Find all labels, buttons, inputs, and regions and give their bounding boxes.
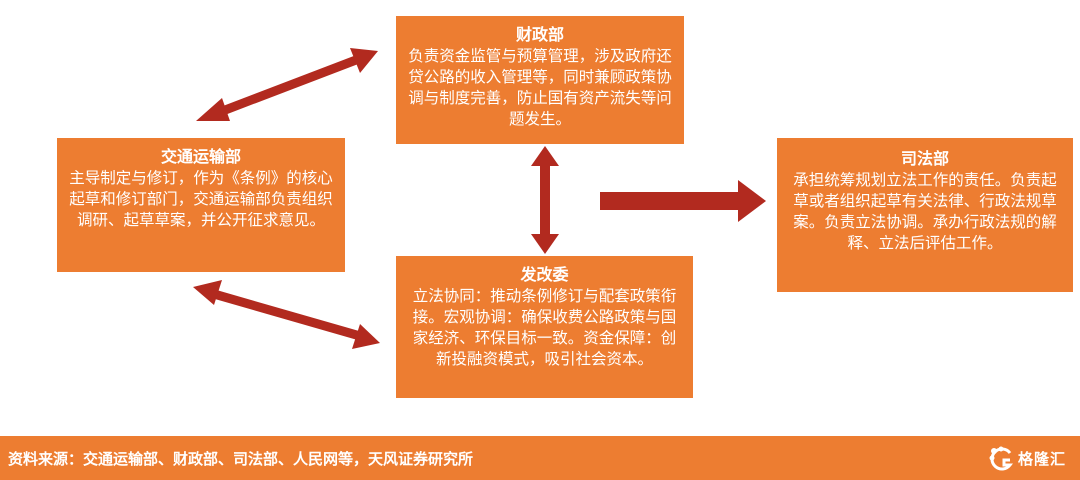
- arrow-mof-ndrc: [531, 146, 559, 254]
- connector-arrows: [193, 48, 766, 349]
- node-ndrc: 发改委 立法协同：推动条例修订与配套政策衔接。宏观协调：确保收费公路政策与国家经…: [396, 256, 693, 398]
- logo-text: 格隆汇: [1017, 449, 1066, 468]
- node-ministry-of-justice: 司法部 承担统筹规划立法工作的责任。负责起草或者组织起草有关法律、行政法规草案。…: [777, 138, 1073, 292]
- arrow-to-moj: [600, 180, 766, 222]
- node-title: 司法部: [900, 149, 949, 168]
- node-description: 负责资金监管与预算管理，涉及政府还贷公路的收入管理等，同时兼顾政策协调与制度完善…: [408, 47, 672, 128]
- node-title: 交通运输部: [160, 147, 241, 166]
- node-ministry-of-transport: 交通运输部 主导制定与修订，作为《条例》的核心起草和修订部门，交通运输部负责组织…: [57, 138, 345, 272]
- node-ministry-of-finance: 财政部 负责资金监管与预算管理，涉及政府还贷公路的收入管理等，同时兼顾政策协调与…: [396, 16, 684, 144]
- node-title: 财政部: [515, 25, 564, 44]
- logo-icon: [989, 446, 1013, 471]
- source-footer: 资料来源：交通运输部、财政部、司法部、人民网等，天风证券研究所 格隆汇: [0, 436, 1080, 480]
- arrow-mot-ndrc: [193, 280, 380, 349]
- node-description: 立法协同：推动条例修订与配套政策衔接。宏观协调：确保收费公路政策与国家经济、环保…: [412, 287, 677, 368]
- arrow-mot-mof: [196, 48, 378, 121]
- node-title: 发改委: [520, 265, 569, 284]
- node-description: 主导制定与修订，作为《条例》的核心起草和修订部门，交通运输部负责组织调研、起草草…: [69, 169, 333, 229]
- node-description: 承担统筹规划立法工作的责任。负责起草或者组织起草有关法律、行政法规草案。负责立法…: [793, 171, 1057, 252]
- gelonghui-logo: 格隆汇: [988, 444, 1066, 472]
- source-note: 资料来源：交通运输部、财政部、司法部、人民网等，天风证券研究所: [8, 449, 474, 468]
